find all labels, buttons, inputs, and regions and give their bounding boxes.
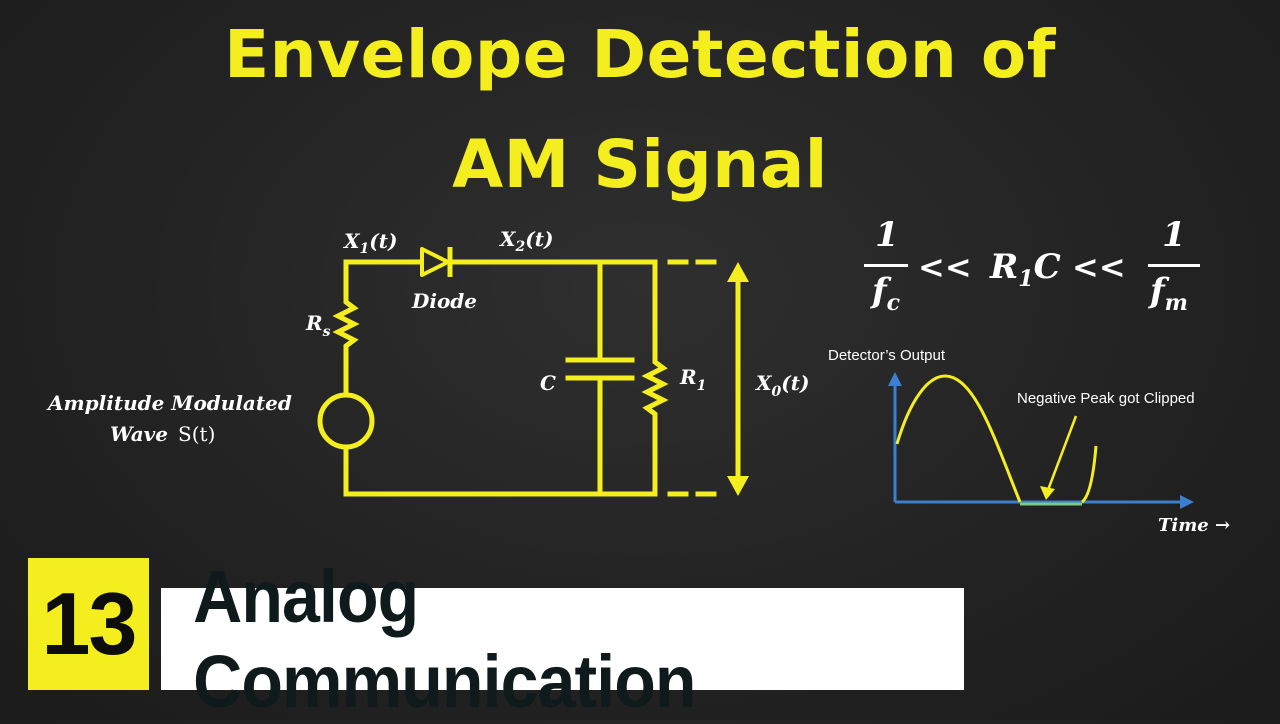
wire-left-top — [343, 259, 423, 293]
detector-output-graph: Detector’s Output Negative Peak got Clip… — [828, 347, 1230, 536]
episode-number-badge: 13 — [28, 558, 149, 690]
cond-den-left: fc — [870, 271, 901, 316]
resistor-r1 — [641, 259, 669, 497]
cond-num-left: 1 — [875, 215, 899, 255]
title-line-1: Envelope Detection of — [224, 16, 1056, 93]
label-rs: Rs — [305, 311, 331, 340]
graph-x-arrow-head — [1180, 495, 1194, 509]
label-x2: X2(t) — [498, 227, 553, 255]
cond-op-2: << — [1072, 248, 1126, 286]
graph-annotation-arrow-head — [1040, 486, 1055, 500]
time-constant-condition: 1 fc << R1C << 1 fm — [864, 215, 1200, 316]
output-arrow-head-bottom — [727, 476, 749, 496]
cond-den-right: fm — [1148, 271, 1188, 316]
wire-left-bottom — [343, 444, 658, 497]
label-r1: R1 — [679, 365, 706, 394]
ac-source — [317, 392, 375, 450]
graph-rise-curve — [1080, 445, 1098, 504]
label-c: C — [540, 371, 556, 395]
series-title-banner: Analog Communication — [161, 555, 964, 723]
cond-middle: R1C — [989, 247, 1061, 292]
graph-output-curve — [895, 374, 1022, 503]
graph-y-arrow-head — [888, 372, 902, 386]
label-x0: X0(t) — [754, 371, 809, 400]
episode-number: 13 — [41, 574, 138, 673]
cond-op-1: << — [918, 248, 972, 286]
diode-symbol — [420, 247, 453, 277]
label-source-line1: Amplitude Modulated — [46, 391, 292, 415]
cond-fraction-bar-right — [1148, 264, 1200, 267]
cond-num-right: 1 — [1162, 215, 1186, 255]
graph-annotation-arrow — [1046, 415, 1078, 491]
series-title: Analog Communication — [193, 555, 696, 723]
graph-xlabel: Time → — [1158, 515, 1230, 536]
graph-annotation: Negative Peak got Clipped — [1017, 390, 1195, 407]
label-x1: X1(t) — [342, 229, 397, 257]
title-line-2: AM Signal — [452, 126, 828, 203]
output-arrow-head-top — [727, 262, 749, 282]
resistor-rs — [332, 287, 360, 398]
label-diode: Diode — [411, 289, 477, 313]
capacitor-plates — [565, 357, 635, 381]
graph-ylabel: Detector’s Output — [828, 347, 946, 364]
cond-fraction-bar-left — [864, 264, 908, 267]
